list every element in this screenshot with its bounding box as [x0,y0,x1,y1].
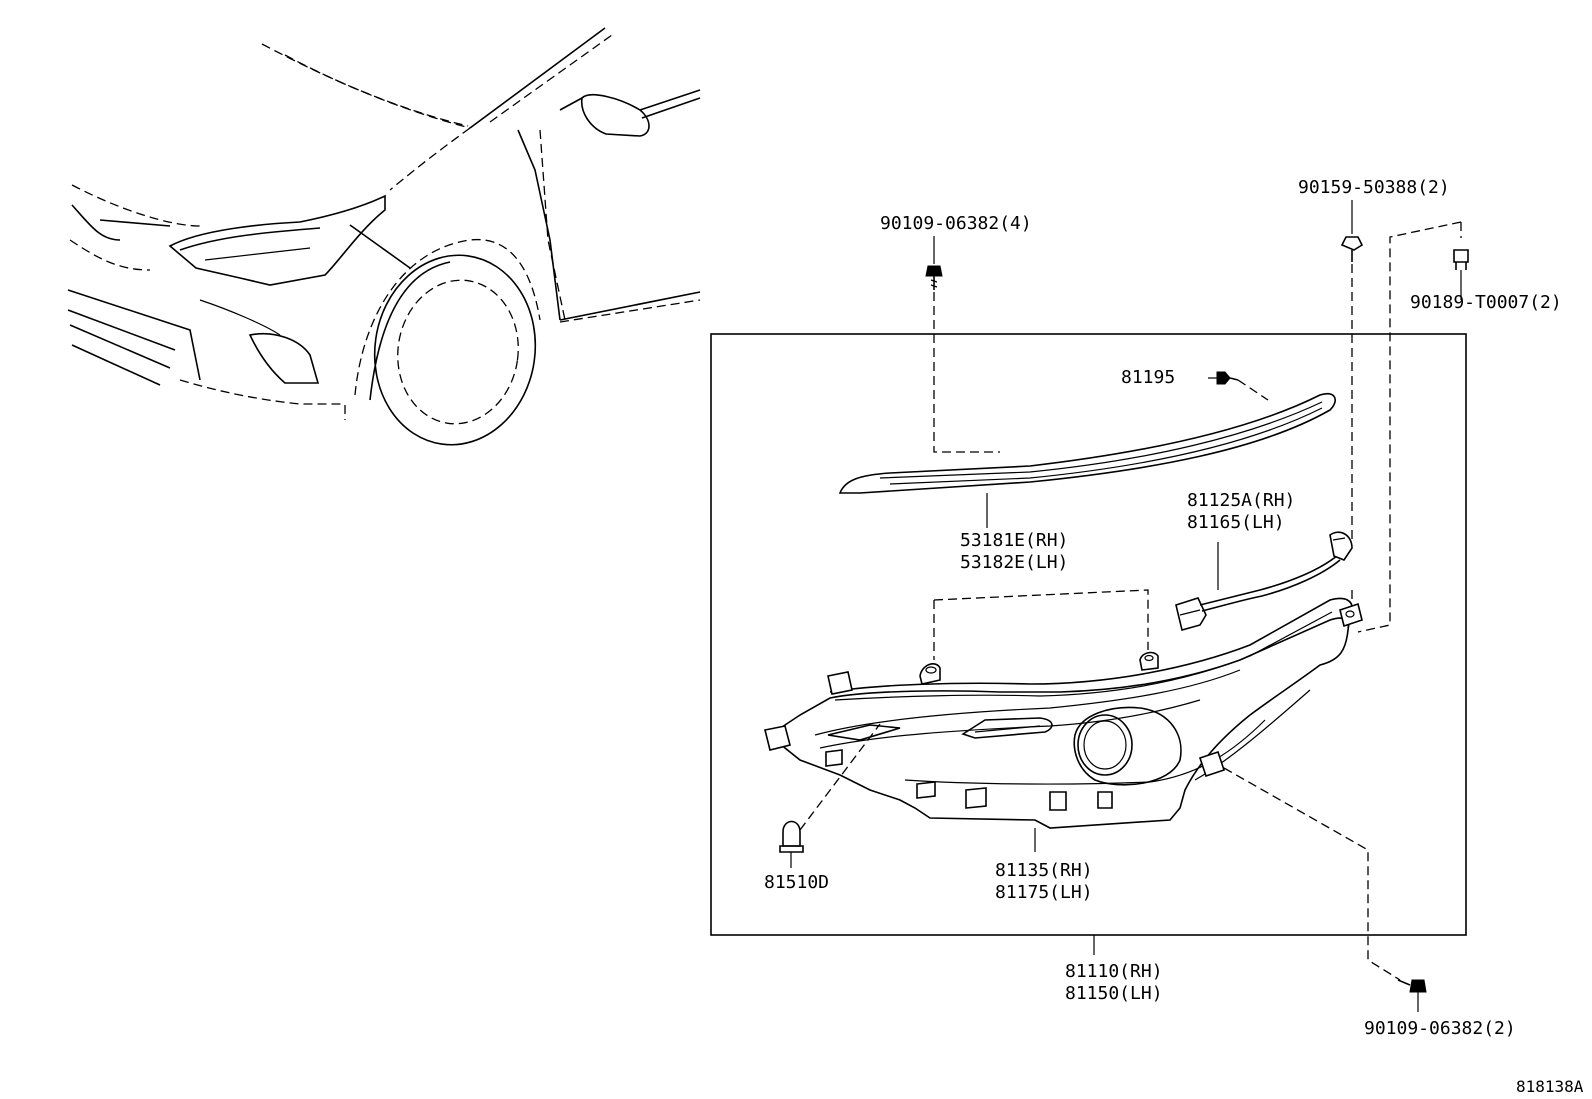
headlamp-cover-part [838,392,1336,494]
wire-harness-part [1175,531,1353,631]
housing-lh-label: 81175(LH) [995,882,1093,903]
bulb-label: 81510D [764,872,829,893]
assy-rh-label: 81110(RH) [1065,961,1163,982]
assembly-frame [710,333,1467,936]
grommet-label: 90189-T0007(2) [1410,292,1562,313]
housing-rh-label: 81135(RH) [995,860,1093,881]
clip-part [1340,200,1364,600]
cover-lh-label: 53182E(LH) [960,552,1068,573]
wire-rh-label: 81125A(RH) [1187,490,1295,511]
bulb-part [779,723,881,868]
screw-label: 81195 [1121,367,1175,388]
bolt-top-label: 90109-06382(4) [880,213,1032,234]
grommet-part [1357,221,1469,633]
headlamp-housing-part [764,597,1363,829]
vehicle-front-illustration [67,27,701,446]
screw-part [1208,371,1269,401]
assy-lh-label: 81150(LH) [1065,983,1163,1004]
bolt-bottom-label: 90109-06382(2) [1364,1018,1516,1039]
bolt-bottom-part [1223,767,1427,1012]
wire-lh-label: 81165(LH) [1187,512,1285,533]
diagram-code: 818138A [1516,1077,1584,1096]
bolt-top-part [925,236,1149,660]
clip-label: 90159-50388(2) [1298,177,1450,198]
cover-rh-label: 53181E(RH) [960,530,1068,551]
